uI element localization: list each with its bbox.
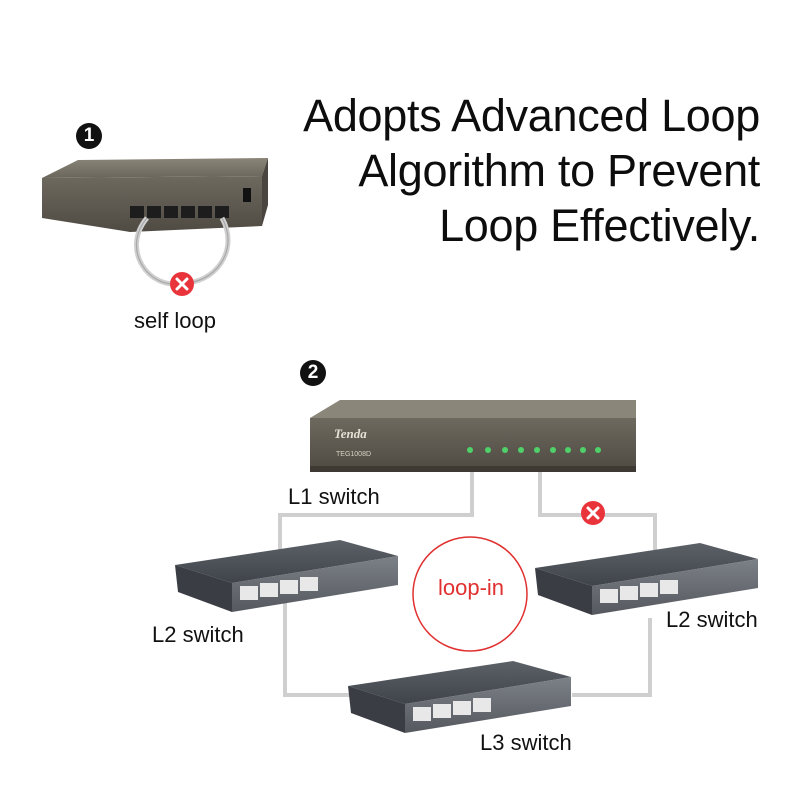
step-2-badge: 2 xyxy=(300,360,326,386)
l3-switch-label: L3 switch xyxy=(480,730,572,755)
l2-right-ports xyxy=(600,580,678,603)
l2-switch-right xyxy=(535,543,758,615)
desktop-switch-1-ports xyxy=(130,188,251,218)
headline: Adopts Advanced Loop Algorithm to Preven… xyxy=(220,88,760,253)
self-loop-label: self loop xyxy=(134,308,216,333)
l1-switch-label: L1 switch xyxy=(288,484,380,509)
l1-switch xyxy=(310,400,636,472)
l1-switch-leds xyxy=(467,447,601,453)
step-1-badge: 1 xyxy=(76,123,102,149)
self-loop-block-icon xyxy=(170,272,194,296)
desktop-switch-1 xyxy=(42,158,268,287)
blocked-link-icon xyxy=(581,501,605,525)
l1-model: TEG1008D xyxy=(336,451,371,458)
loop-in-circle xyxy=(412,536,528,652)
l2-switch-left xyxy=(175,540,398,612)
l3-switch xyxy=(348,661,571,733)
l1-brand: Tenda xyxy=(334,426,367,441)
loop-in-label: loop-in xyxy=(437,575,505,600)
headline-line-1: Adopts Advanced Loop xyxy=(303,90,760,141)
headline-line-2: Algorithm to Prevent xyxy=(358,145,760,196)
l2-switch-left-label: L2 switch xyxy=(152,622,244,647)
l2-left-ports xyxy=(240,577,318,600)
l2-switch-right-label: L2 switch xyxy=(666,607,758,632)
headline-line-3: Loop Effectively. xyxy=(439,200,760,251)
l3-ports xyxy=(413,698,491,721)
